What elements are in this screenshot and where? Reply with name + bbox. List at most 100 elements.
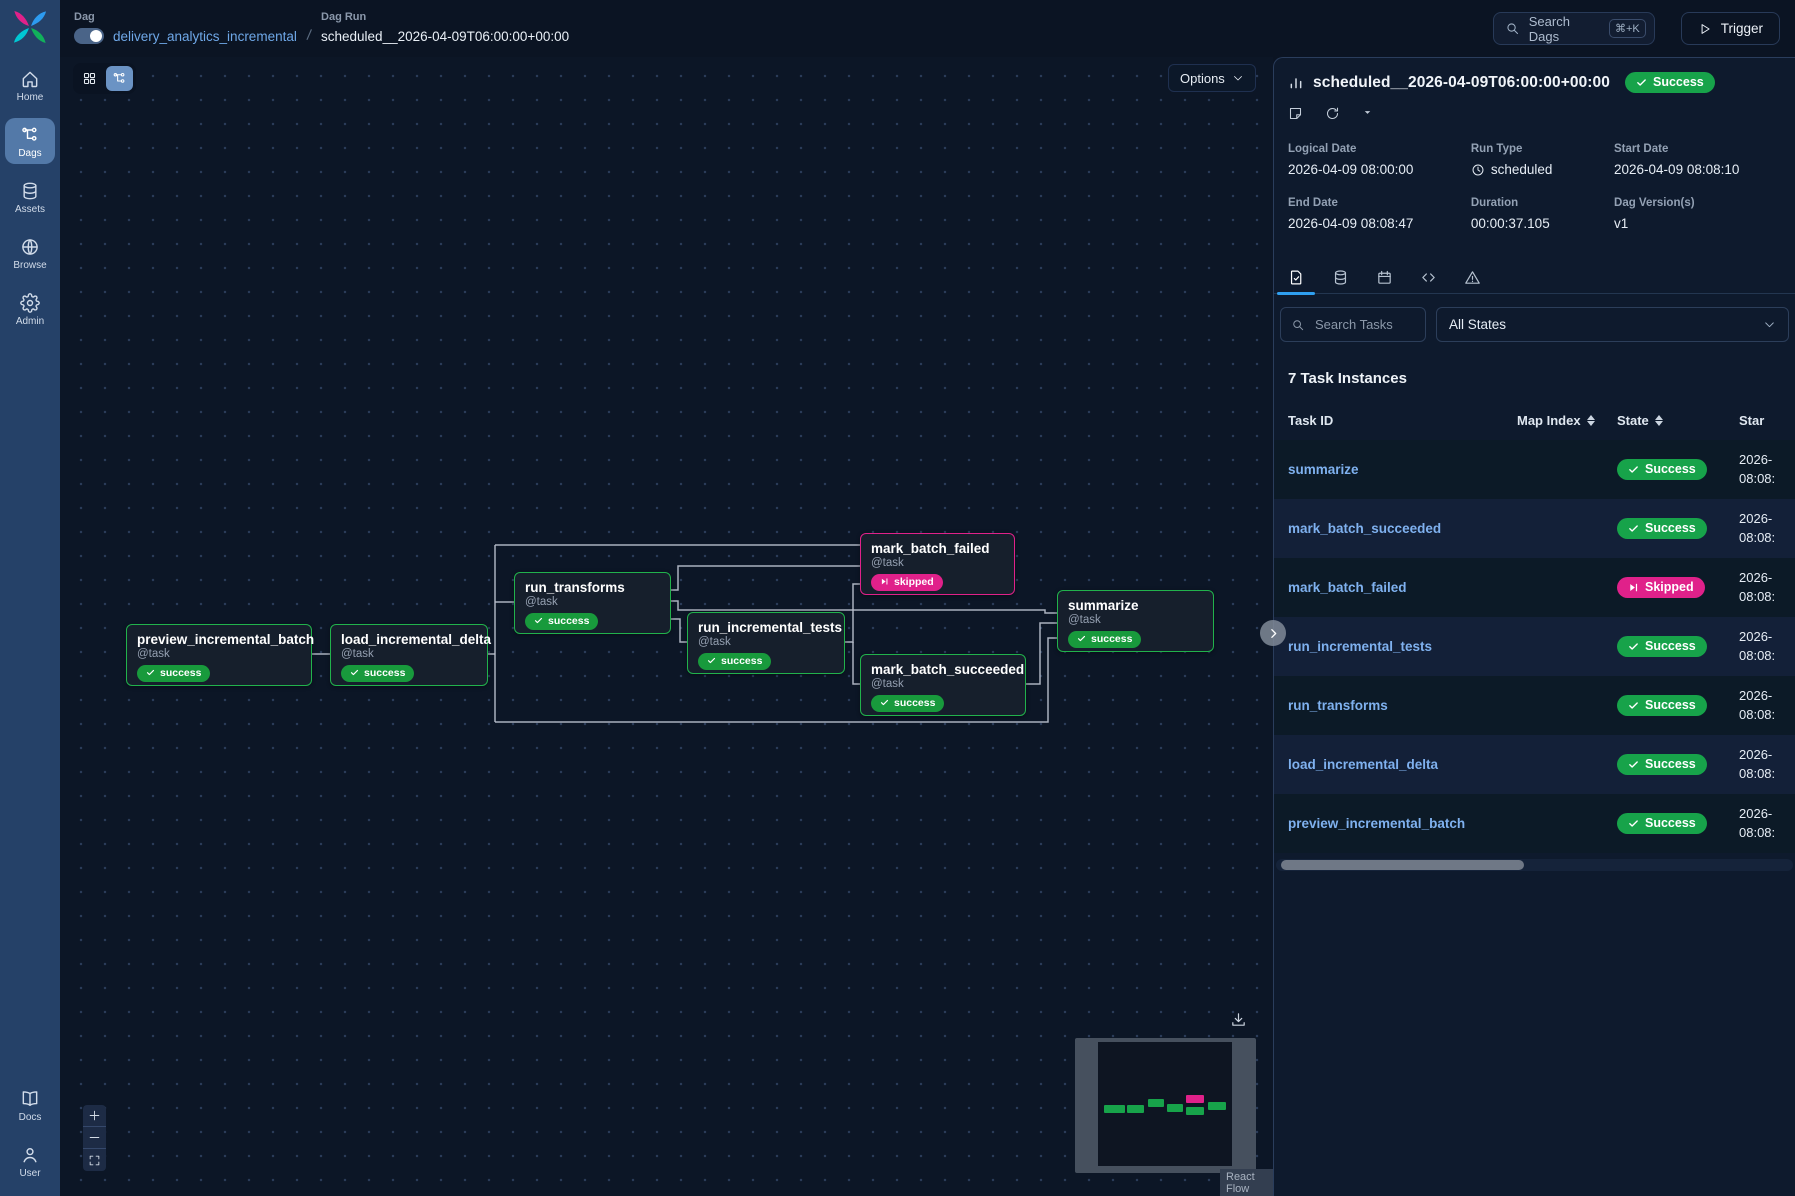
detail-duration: Duration00:00:37.105	[1471, 197, 1614, 231]
tab-assets[interactable]	[1318, 261, 1362, 293]
sidebar-item-label: Home	[17, 92, 44, 103]
scrollbar-thumb[interactable]	[1281, 860, 1524, 870]
grid-view-button[interactable]	[76, 66, 103, 91]
react-flow-attribution[interactable]: React Flow	[1220, 1169, 1273, 1196]
fit-view-button[interactable]	[83, 1149, 106, 1171]
sort-icon	[1655, 415, 1663, 426]
detail-value-text: 00:00:37.105	[1471, 216, 1550, 231]
graph-view-button[interactable]	[106, 66, 133, 91]
task-id-link[interactable]: load_incremental_delta	[1274, 757, 1517, 772]
graph-node-run_incremental_tests[interactable]: run_incremental_tests@tasksuccess	[687, 612, 845, 674]
search-shortcut-kbd: ⌘+K	[1609, 19, 1646, 38]
note-button[interactable]	[1288, 106, 1303, 121]
zoom-out-button[interactable]	[83, 1127, 106, 1149]
sidebar-item-assets[interactable]: Assets	[5, 174, 55, 220]
task-id-link[interactable]: mark_batch_failed	[1274, 580, 1517, 595]
search-tasks-field[interactable]	[1313, 316, 1415, 333]
graph-node-summarize[interactable]: summarize@tasksuccess	[1057, 590, 1214, 652]
search-dags-box[interactable]: Search Dags ⌘+K	[1493, 12, 1655, 45]
detail-label: Dag Version(s)	[1614, 197, 1781, 209]
code-icon	[1420, 269, 1437, 286]
column-label: Star	[1739, 413, 1764, 428]
detail-value: v1	[1614, 216, 1781, 231]
search-tasks-input[interactable]	[1280, 307, 1426, 342]
minimap[interactable]	[1075, 1038, 1256, 1173]
chevron-right-icon	[1267, 627, 1280, 640]
minimap-node	[1167, 1104, 1183, 1112]
tab-backfills[interactable]	[1362, 261, 1406, 293]
sidebar-item-label: Dags	[18, 148, 41, 159]
calendar-icon	[1376, 269, 1393, 286]
chart-bars-icon	[1288, 75, 1304, 91]
dag-name-link[interactable]: delivery_analytics_incremental	[113, 29, 297, 44]
minimap-node	[1104, 1105, 1125, 1113]
zoom-in-button[interactable]	[83, 1105, 106, 1127]
sidebar-item-label: Admin	[16, 316, 44, 327]
sidebar-item-admin[interactable]: Admin	[5, 286, 55, 332]
download-image-button[interactable]	[1230, 1009, 1250, 1029]
node-state-badge: success	[698, 653, 771, 670]
column-header-state[interactable]: State	[1617, 413, 1739, 428]
book-icon	[20, 1089, 40, 1109]
options-button[interactable]: Options	[1168, 64, 1256, 92]
caret-down-icon	[1362, 107, 1373, 118]
breadcrumb-dag-run: Dag Run scheduled__2026-04-09T06:00:00+0…	[321, 11, 569, 46]
task-instances-table: Task IDMap IndexStateStar summarizeSucce…	[1274, 401, 1795, 853]
task-id-link[interactable]: summarize	[1274, 462, 1517, 477]
node-type-label: @task	[698, 636, 834, 648]
expand-icon	[88, 1154, 101, 1167]
detail-value: 2026-04-09 08:08:10	[1614, 162, 1781, 177]
graph-node-run_transforms[interactable]: run_transforms@tasksuccess	[514, 572, 671, 634]
task-id-link[interactable]: run_incremental_tests	[1274, 639, 1517, 654]
run-status-badge: Success	[1625, 72, 1715, 93]
detail-value-text: v1	[1614, 216, 1628, 231]
start-date-cell: 2026-08:08:	[1739, 569, 1795, 607]
sidebar-item-browse[interactable]: Browse	[5, 230, 55, 276]
sidebar-nav-bottom: DocsUser	[0, 1082, 60, 1184]
sidebar-item-user[interactable]: User	[5, 1138, 55, 1184]
node-type-label: @task	[525, 596, 660, 608]
breadcrumb-separator: /	[306, 27, 312, 44]
dag-pause-toggle[interactable]	[74, 28, 104, 44]
task-state-badge: Success	[1617, 518, 1707, 539]
column-header-map-index[interactable]: Map Index	[1517, 413, 1617, 428]
sidebar-item-home[interactable]: Home	[5, 62, 55, 108]
graph-icon	[112, 71, 127, 86]
task-filters: All States	[1280, 307, 1789, 342]
more-actions-button[interactable]	[1362, 106, 1373, 121]
sidebar-item-label: Browse	[13, 260, 46, 271]
sidebar-item-dags[interactable]: Dags	[5, 118, 55, 164]
detail-label: Logical Date	[1288, 143, 1471, 155]
task-id-link[interactable]: preview_incremental_batch	[1274, 816, 1517, 831]
graph-node-preview_incremental_batch[interactable]: preview_incremental_batch@tasksuccess	[126, 624, 312, 686]
tab-run-warnings[interactable]	[1450, 261, 1494, 293]
task-state-badge: Success	[1617, 636, 1707, 657]
tab-code[interactable]	[1406, 261, 1450, 293]
state-filter-select[interactable]: All States	[1436, 307, 1789, 342]
graph-canvas[interactable]: preview_incremental_batch@tasksuccess loa…	[60, 57, 1273, 1196]
node-title: load_incremental_delta	[341, 632, 477, 647]
graph-node-load_incremental_delta[interactable]: load_incremental_delta@tasksuccess	[330, 624, 488, 686]
column-label: State	[1617, 413, 1649, 428]
clear-run-button[interactable]	[1325, 106, 1340, 121]
dag-run-title: scheduled__2026-04-09T06:00:00+00:00	[1313, 74, 1610, 92]
node-type-label: @task	[137, 648, 301, 660]
graph-node-mark_batch_failed[interactable]: mark_batch_failed@taskskipped	[860, 533, 1015, 595]
task-id-link[interactable]: run_transforms	[1274, 698, 1517, 713]
panel-tabs	[1274, 261, 1795, 294]
task-id-link[interactable]: mark_batch_succeeded	[1274, 521, 1517, 536]
sidebar-item-docs[interactable]: Docs	[5, 1082, 55, 1128]
airflow-logo[interactable]	[11, 8, 49, 46]
check-icon	[1636, 77, 1647, 88]
graph-node-mark_batch_succeeded[interactable]: mark_batch_succeeded@tasksuccess	[860, 654, 1026, 716]
task-state-badge: Success	[1617, 459, 1707, 480]
breadcrumb-dag: Dag delivery_analytics_incremental	[74, 11, 297, 46]
node-state-badge: success	[1068, 631, 1141, 648]
panel-collapse-button[interactable]	[1260, 620, 1286, 646]
home-icon	[20, 69, 40, 89]
minimap-node	[1127, 1105, 1144, 1113]
trigger-button[interactable]: Trigger	[1681, 12, 1780, 45]
tab-task-instances[interactable]	[1274, 261, 1318, 293]
search-icon	[1291, 318, 1305, 332]
database-icon	[20, 181, 40, 201]
